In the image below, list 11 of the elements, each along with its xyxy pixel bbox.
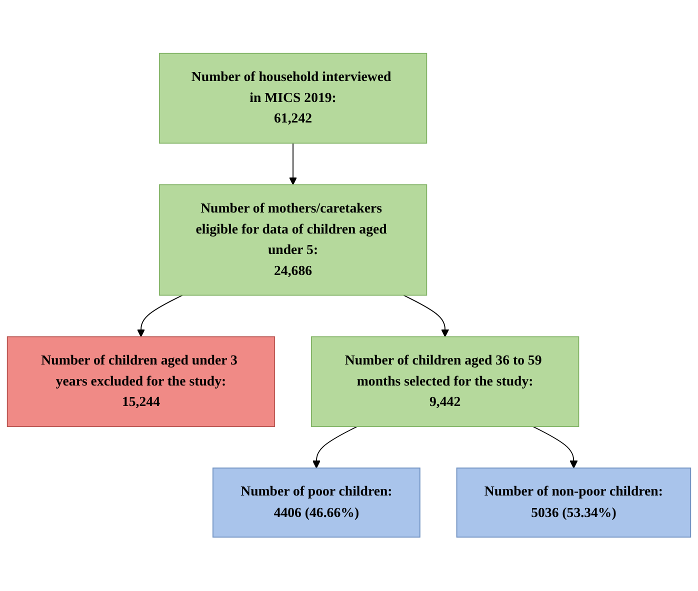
node-box: Number of non-poor children: 5036 (53.34%) xyxy=(456,468,692,538)
arrow xyxy=(532,426,578,469)
node-box: Number of household interviewed in MICS 2019: 61,242 xyxy=(158,53,428,144)
arrow xyxy=(288,142,298,186)
arrow xyxy=(312,426,358,469)
arrow xyxy=(136,295,183,338)
node-box: Number of children aged 36 to 59 months selected for the study: 9,442 xyxy=(311,336,580,428)
arrow xyxy=(403,295,450,338)
node-box: Number of children aged under 3 years excluded for the study: 15,244 xyxy=(6,336,276,428)
node-box: Number of mothers/caretakers eligible for data of children aged under 5: 24,686 xyxy=(158,184,428,296)
node-box: Number of poor children: 4406 (46.66%) xyxy=(212,468,420,538)
